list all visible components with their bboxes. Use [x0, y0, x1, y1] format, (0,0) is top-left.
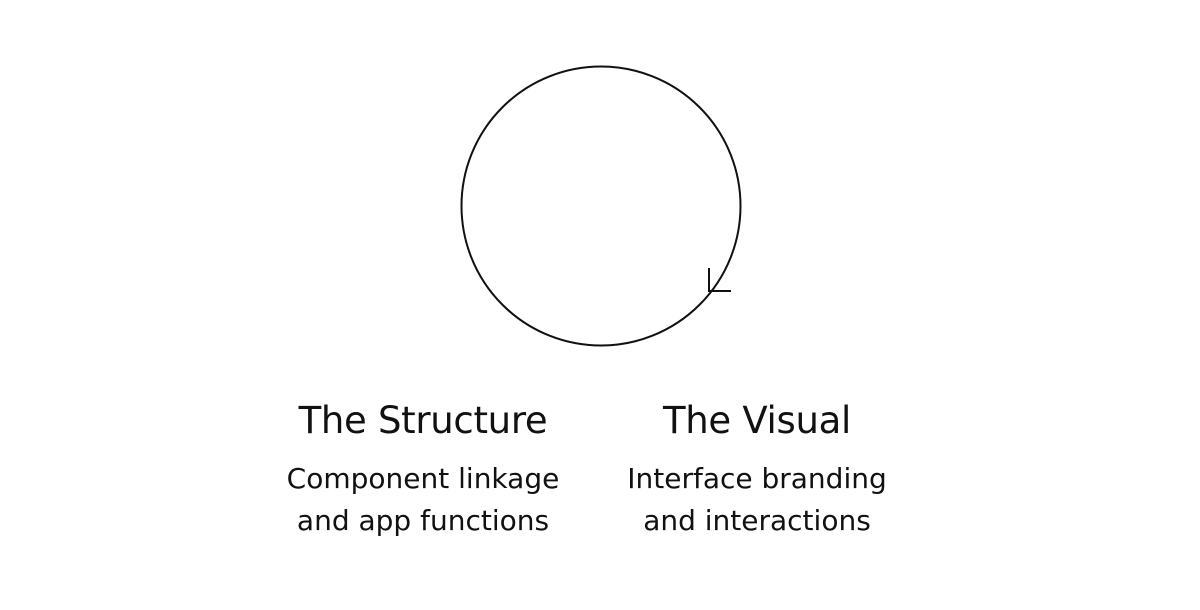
structure-description-line-1: Component linkage	[286, 462, 560, 495]
structure-description-line-2: and app functions	[296, 504, 550, 537]
structure-column: The Structure Component linkage and app …	[253, 396, 593, 542]
cycle-arrowhead-icon	[708, 268, 731, 292]
visual-description-line-2: and interactions	[643, 504, 871, 537]
visual-title: The Visual	[662, 399, 852, 442]
cycle-circle	[460, 65, 742, 347]
structure-description: Component linkage and app functions	[253, 458, 593, 542]
structure-title: The Structure	[298, 399, 548, 442]
visual-column: The Visual Interface branding and intera…	[587, 396, 927, 542]
visual-description: Interface branding and interactions	[587, 458, 927, 542]
visual-description-line-1: Interface branding	[627, 462, 887, 495]
